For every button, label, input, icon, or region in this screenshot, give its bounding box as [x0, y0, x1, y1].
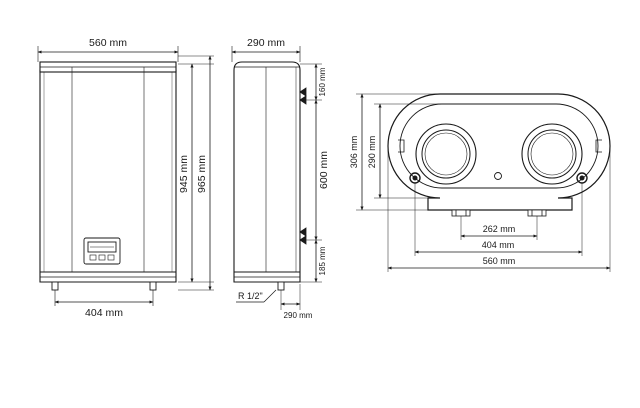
- top-bottom-pipes: [451, 209, 547, 217]
- side-bottom-depth-label: 290 mm: [284, 311, 313, 320]
- front-view: [37, 46, 214, 306]
- top-inner-height-label: 290 mm: [367, 136, 377, 169]
- side-body: [233, 61, 301, 283]
- side-top-offset-label: 160 mm: [318, 67, 327, 96]
- left-flange: [415, 123, 477, 185]
- front-outer-height-label: 965 mm: [196, 155, 208, 193]
- thread-label: R 1/2": [238, 291, 263, 301]
- top-spacing-label: 262 mm: [483, 224, 516, 234]
- side-middle-label: 600 mm: [318, 151, 330, 189]
- top-outer-contour: [387, 93, 611, 211]
- top-mount-label: 404 mm: [482, 240, 515, 250]
- display-panel: [83, 237, 121, 265]
- front-body: [39, 61, 177, 283]
- front-pipes: [51, 281, 157, 291]
- front-bottom-label: 404 mm: [85, 307, 123, 319]
- top-outer-height-label: 306 mm: [349, 136, 359, 169]
- top-width-label: 560 mm: [483, 256, 516, 266]
- front-inner-height-label: 945 mm: [178, 155, 190, 193]
- right-flange: [521, 123, 583, 185]
- side-bottom-offset-label: 185 mm: [318, 246, 327, 275]
- thread-leader-line: [263, 289, 277, 303]
- side-view: [231, 46, 322, 310]
- top-inner-contour: [399, 103, 599, 189]
- front-width-label: 560 mm: [89, 37, 127, 49]
- top-view: [356, 93, 611, 272]
- side-depth-label: 290 mm: [247, 37, 285, 49]
- wall-brackets: [299, 87, 307, 245]
